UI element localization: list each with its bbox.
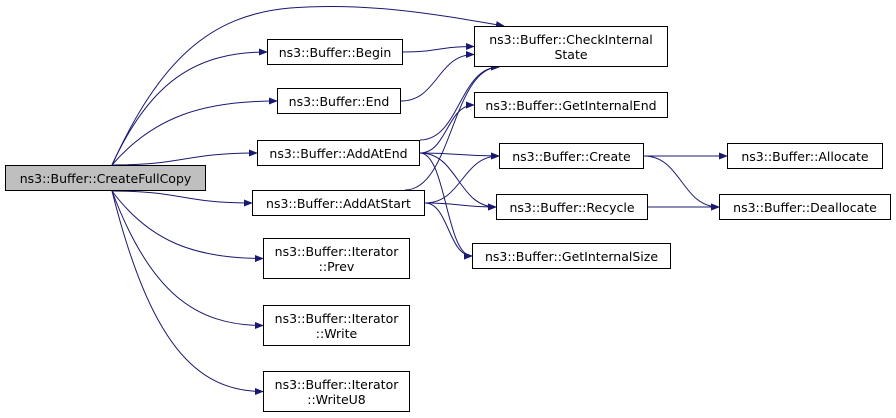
- node-getinternalend-label: ns3::Buffer::GetInternalEnd: [485, 97, 657, 113]
- node-iterator-write-label-line2: ::Write: [315, 325, 358, 341]
- node-checkinternalstate-label-line1: ns3::Buffer::CheckInternal: [489, 31, 653, 47]
- node-create-label: ns3::Buffer::Create: [512, 148, 631, 164]
- node-getinternalend[interactable]: ns3::Buffer::GetInternalEnd: [474, 92, 668, 118]
- edge-createfullcopy-to-iter_writeu8: [111, 190, 264, 396]
- node-addatstart[interactable]: ns3::Buffer::AddAtStart: [252, 190, 425, 216]
- node-iterator-prev[interactable]: ns3::Buffer::Iterator ::Prev: [263, 238, 410, 279]
- edge-addatstart-to-checkinternalstate: [404, 63, 500, 191]
- node-addatstart-label: ns3::Buffer::AddAtStart: [266, 195, 411, 211]
- node-recycle-label: ns3::Buffer::Recycle: [509, 199, 635, 215]
- node-addatend[interactable]: ns3::Buffer::AddAtEnd: [257, 140, 420, 166]
- node-createfullcopy: ns3::Buffer::CreateFullCopy: [5, 165, 206, 191]
- edge-addatstart-to-getinternalsize: [424, 202, 473, 260]
- node-iterator-writeu8-label-line2: ::WriteU8: [307, 391, 366, 407]
- edge-addatend-to-getinternalsize: [419, 152, 473, 260]
- node-deallocate[interactable]: ns3::Buffer::Deallocate: [719, 194, 891, 220]
- node-allocate[interactable]: ns3::Buffer::Allocate: [727, 143, 883, 169]
- edge-createfullcopy-to-iter_prev: [111, 190, 264, 263]
- edge-begin-to-checkinternalstate: [402, 42, 475, 53]
- edge-createfullcopy-to-checkinternalstate: [111, 6, 505, 166]
- edge-end-to-checkinternalstate: [400, 50, 475, 102]
- node-addatend-label: ns3::Buffer::AddAtEnd: [269, 145, 408, 161]
- node-begin-label: ns3::Buffer::Begin: [278, 44, 392, 60]
- node-iterator-prev-label-line1: ns3::Buffer::Iterator: [274, 243, 399, 259]
- node-recycle[interactable]: ns3::Buffer::Recycle: [496, 194, 648, 220]
- node-createfullcopy-label: ns3::Buffer::CreateFullCopy: [19, 170, 192, 186]
- node-iterator-write-label-line1: ns3::Buffer::Iterator: [274, 310, 399, 326]
- node-iterator-write[interactable]: ns3::Buffer::Iterator ::Write: [263, 305, 410, 346]
- edge-createfullcopy-to-begin: [111, 48, 268, 166]
- node-end[interactable]: ns3::Buffer::End: [277, 88, 401, 114]
- node-iterator-prev-label-line2: ::Prev: [318, 258, 355, 274]
- edge-addatend-to-recycle: [419, 152, 497, 211]
- node-checkinternalstate[interactable]: ns3::Buffer::CheckInternal State: [474, 26, 668, 67]
- edge-createfullcopy-to-iter_write: [111, 190, 264, 330]
- node-getinternalsize[interactable]: ns3::Buffer::GetInternalSize: [472, 243, 671, 269]
- node-checkinternalstate-label-line2: State: [554, 46, 588, 62]
- edge-createfullcopy-to-end: [111, 97, 278, 166]
- node-getinternalsize-label: ns3::Buffer::GetInternalSize: [484, 248, 659, 264]
- node-deallocate-label: ns3::Buffer::Deallocate: [733, 199, 877, 215]
- node-allocate-label: ns3::Buffer::Allocate: [741, 148, 869, 164]
- edge-createfullcopy-to-addatend: [111, 149, 258, 166]
- edge-addatend-to-getinternalend: [419, 101, 475, 154]
- edge-addatstart-to-recycle: [424, 202, 497, 211]
- node-create[interactable]: ns3::Buffer::Create: [499, 143, 644, 169]
- edge-addatend-to-create: [419, 152, 500, 160]
- node-iterator-writeu8-label-line1: ns3::Buffer::Iterator: [274, 376, 399, 392]
- node-end-label: ns3::Buffer::End: [288, 93, 390, 109]
- node-iterator-writeu8[interactable]: ns3::Buffer::Iterator ::WriteU8: [263, 371, 410, 412]
- edge-createfullcopy-to-addatstart: [111, 190, 253, 207]
- edge-create-to-deallocate: [643, 155, 720, 211]
- node-begin[interactable]: ns3::Buffer::Begin: [267, 39, 403, 65]
- edge-addatstart-to-create: [424, 152, 500, 204]
